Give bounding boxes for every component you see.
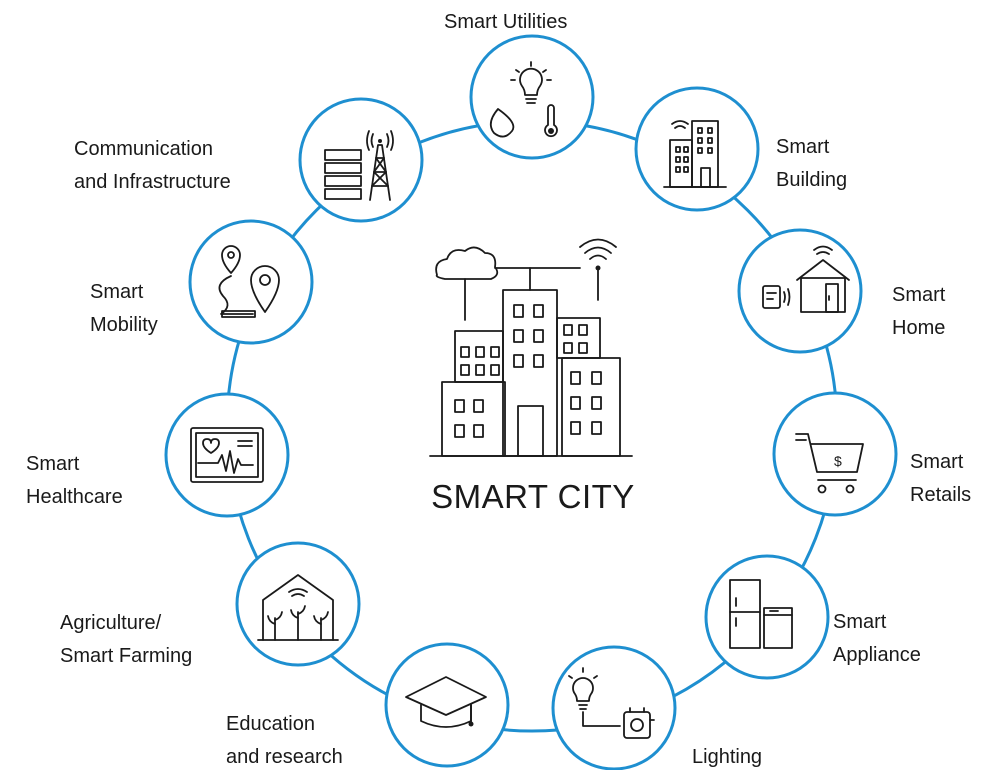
node-agriculture [235,541,361,667]
label-smart-appliance: Smart Appliance [833,611,921,666]
smart-city-building-icon [429,238,633,457]
label-smart-home: Smart Home [892,284,946,339]
node-smart-utilities [469,34,595,160]
heart-monitor-icon [190,427,264,483]
home-icon [762,245,850,313]
label-smart-building: Smart Building [776,136,848,191]
center-title: SMART CITY [431,478,635,515]
node-smart-appliance [704,554,830,680]
label-smart-mobility: Smart Mobility [90,281,158,336]
node-smart-retails: $ [772,391,898,517]
label-agriculture: Agriculture/ Smart Farming [60,612,193,667]
node-smart-healthcare [164,392,290,518]
building-icon [663,120,727,188]
node-education [384,642,510,768]
appliance-icon [729,579,793,649]
label-communication: Communication and Infrastructure [74,138,231,193]
node-smart-building [634,86,760,212]
greenhouse-icon [257,574,339,641]
node-smart-mobility [188,219,314,345]
lighting-icon [568,667,655,739]
dollar-sign: $ [834,453,842,469]
node-communication [298,97,424,223]
graduation-cap-icon [405,676,487,728]
label-smart-utilities: Smart Utilities [444,11,568,33]
label-education: Education and research [226,713,343,768]
node-smart-home [737,228,863,354]
label-smart-retails: Smart Retails [910,451,972,506]
node-lighting [551,645,677,770]
label-lighting: Lighting [692,746,763,768]
tower-server-icon [324,130,394,201]
shopping-cart-icon [795,433,864,494]
map-pin-route-icon [218,245,280,318]
utilities-icon [489,61,558,138]
label-smart-healthcare: Smart Healthcare [26,453,123,508]
